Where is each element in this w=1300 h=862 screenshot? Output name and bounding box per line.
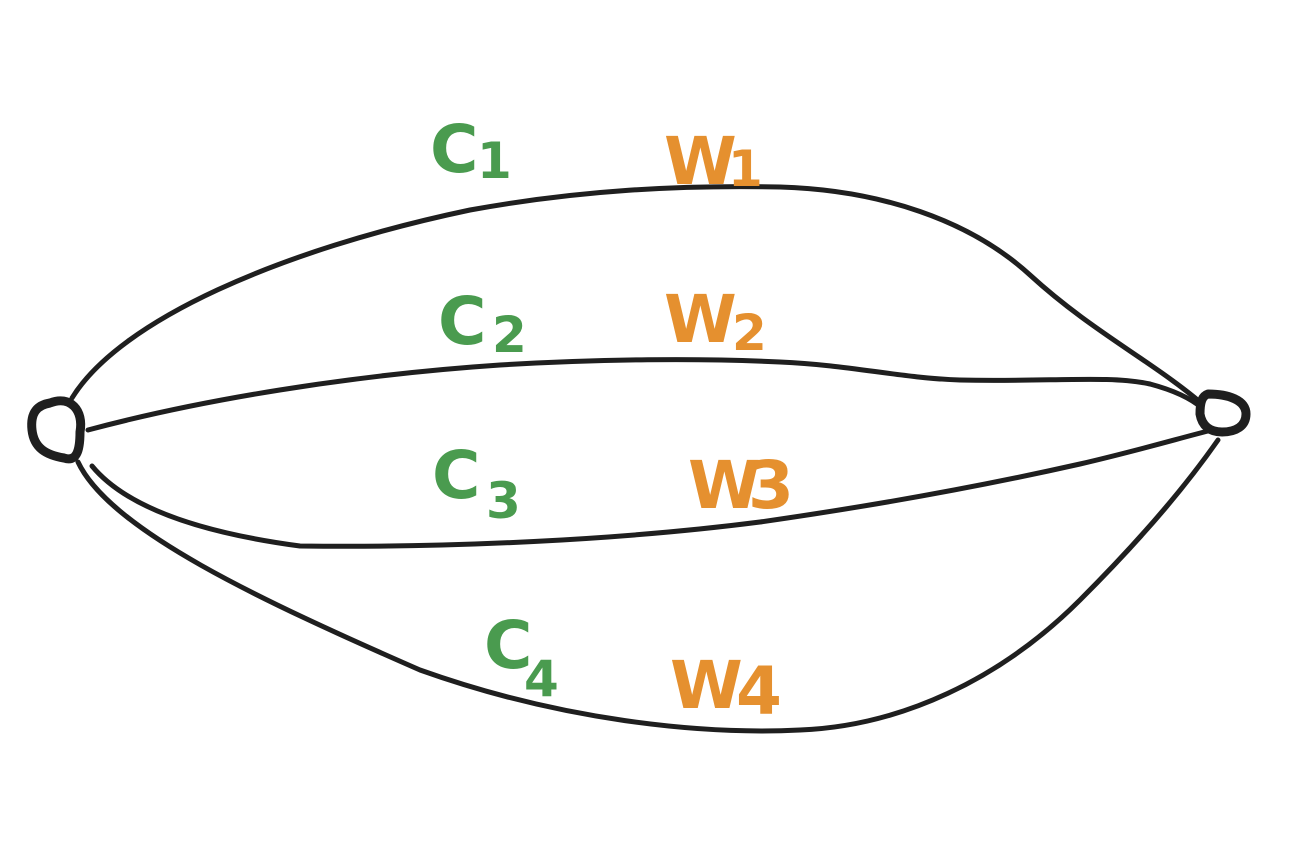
right-node [1195,389,1251,437]
cost-letter: C [484,607,532,684]
weight-label-2: W 2 [664,281,767,362]
cost-subscript: 2 [492,306,527,364]
cost-label-1: C 1 [430,111,512,190]
weight-letter: W [670,647,743,724]
cost-subscript: 1 [477,132,512,190]
cost-subscript: 4 [524,650,559,708]
edge-1 [69,184,1203,405]
cost-label-2: C 2 [438,283,527,364]
cost-letter: C [432,437,480,514]
weight-subscript: 4 [736,653,782,730]
weight-label-4: W 4 [670,647,782,730]
weight-subscript: 1 [728,140,763,198]
cost-label-3: C 3 [432,437,521,530]
cost-subscript: 3 [486,472,521,530]
cost-letter: C [430,111,478,188]
weight-subscript: 3 [748,447,794,524]
weight-subscript: 2 [732,304,767,362]
weight-letter: W [664,123,737,200]
cost-letter: C [438,283,486,360]
weight-label-3: W 3 [688,447,794,524]
edge-4 [75,437,1221,734]
cost-label-4: C 4 [484,607,559,708]
weight-letter: W [664,281,737,358]
edge-2 [85,357,1205,433]
edge-3 [89,427,1215,549]
weight-label-1: W 1 [664,123,763,200]
left-node [27,396,86,464]
weight-letter: W [688,447,761,524]
